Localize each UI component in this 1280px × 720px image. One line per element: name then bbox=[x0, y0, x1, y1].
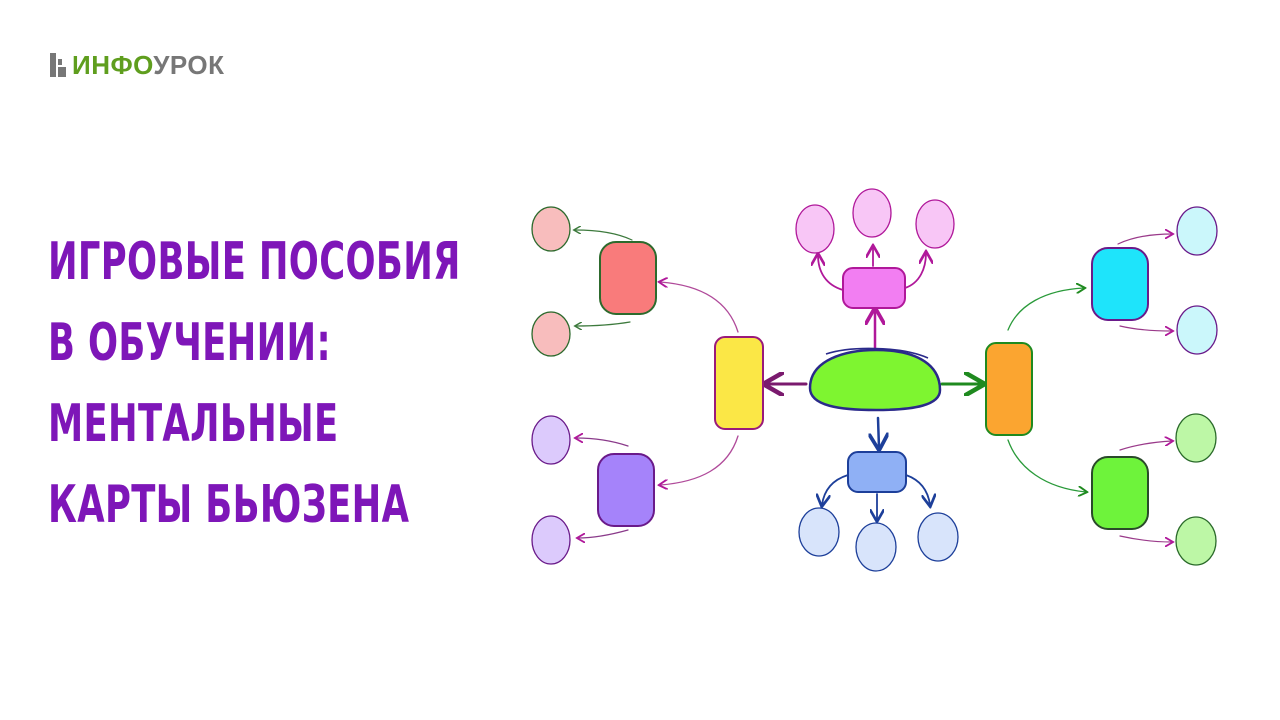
leaf-blue-1 bbox=[798, 507, 840, 557]
connector-cyan-leaf-1 bbox=[1117, 234, 1172, 245]
connector-purple-leaf-2 bbox=[578, 529, 629, 538]
leaf-pink-3 bbox=[915, 199, 955, 249]
connector-orange-cyan bbox=[1007, 288, 1084, 331]
connector-center-blue bbox=[878, 416, 879, 448]
leaf-blue-2 bbox=[855, 522, 897, 572]
connector-cyan-leaf-2 bbox=[1119, 325, 1172, 331]
connector-red-leaf-2 bbox=[576, 321, 631, 326]
connector-yellow-purple bbox=[660, 435, 739, 485]
connector-green-leaf-1 bbox=[1119, 441, 1172, 451]
node-orange bbox=[985, 342, 1033, 436]
connector-blue-leaf-3 bbox=[905, 474, 930, 505]
leaf-cyan-1 bbox=[1176, 206, 1218, 256]
center-node-sketch-line bbox=[825, 347, 929, 359]
connector-blue-leaf-1 bbox=[822, 474, 849, 505]
center-node bbox=[808, 348, 942, 412]
title-line-3: МЕНТАЛЬНЫЕ bbox=[48, 394, 339, 454]
logo-text: ИНФОУРОК bbox=[72, 50, 225, 80]
leaf-purple-2 bbox=[531, 515, 571, 565]
leaf-green-2 bbox=[1175, 516, 1217, 566]
leaf-red-2 bbox=[531, 311, 571, 357]
connector-yellow-red bbox=[660, 282, 739, 333]
node-red bbox=[599, 241, 657, 315]
connector-pink-leaf-3 bbox=[904, 253, 926, 289]
logo-text-urok: УРОК bbox=[153, 50, 225, 80]
leaf-purple-1 bbox=[531, 415, 571, 465]
leaf-blue-3 bbox=[917, 512, 959, 562]
node-purple bbox=[597, 453, 655, 527]
logo-text-info: ИНФО bbox=[72, 50, 154, 80]
node-cyan bbox=[1091, 247, 1149, 321]
logo-mark-icon bbox=[50, 53, 66, 77]
connector-red-leaf-1 bbox=[575, 230, 633, 241]
infourok-logo: ИНФОУРОК bbox=[50, 50, 225, 80]
connector-green-leaf-2 bbox=[1119, 535, 1172, 542]
leaf-red-1 bbox=[531, 206, 571, 252]
leaf-green-1 bbox=[1175, 413, 1217, 463]
node-pink bbox=[842, 267, 906, 309]
node-blue bbox=[847, 451, 907, 493]
connector-pink-leaf-1 bbox=[818, 255, 844, 291]
connector-orange-green bbox=[1007, 439, 1086, 492]
connector-purple-leaf-1 bbox=[576, 438, 629, 447]
leaf-pink-1 bbox=[795, 204, 835, 254]
leaf-cyan-2 bbox=[1176, 305, 1218, 355]
node-yellow bbox=[714, 336, 764, 430]
title-line-2: В ОБУЧЕНИИ: bbox=[48, 313, 331, 373]
leaf-pink-2 bbox=[852, 188, 892, 238]
node-green bbox=[1091, 456, 1149, 530]
